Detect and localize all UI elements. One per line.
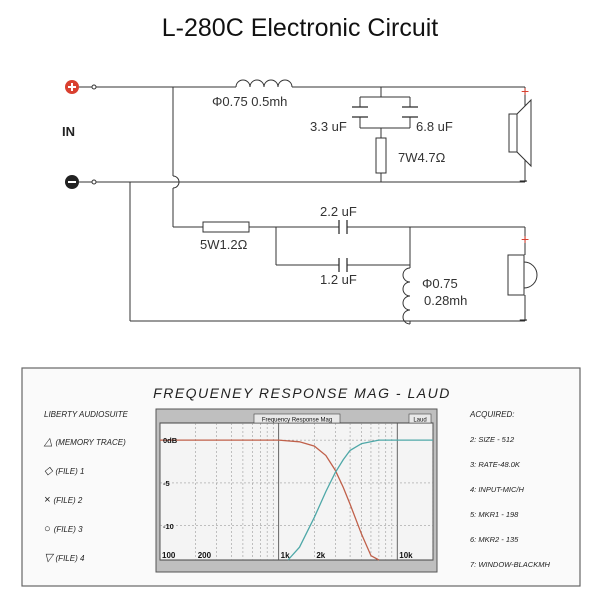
negative-terminal	[65, 175, 97, 189]
woofer-minus: −	[519, 312, 528, 329]
tweeter-plus: +	[521, 83, 529, 99]
positive-terminal	[65, 80, 97, 94]
x-tick-label: 1k	[281, 551, 290, 560]
legend-item: ○ (FILE) 3	[44, 523, 83, 535]
legend-label: (FILE) 4	[56, 554, 85, 563]
x-tick-label: 100	[162, 551, 176, 560]
tweeter-speaker-icon	[508, 98, 532, 168]
legend-symbol: △	[43, 436, 56, 448]
panel-left-title: LIBERTY AUDIOSUITE	[44, 410, 129, 419]
acquired-item: 3: RATE-48.0K	[470, 460, 521, 469]
cap-right-label: 6.8 uF	[416, 119, 453, 134]
cap-bottom-label: 1.2 uF	[320, 272, 357, 287]
y-tick-label: 0dB	[163, 436, 178, 445]
chart-tag: Laud	[413, 418, 426, 424]
x-tick-label: 2k	[316, 551, 325, 560]
legend-symbol: ◇	[44, 465, 56, 477]
cap-left-label: 3.3 uF	[310, 119, 347, 134]
chart-title: Frequency Response Mag	[262, 418, 332, 424]
page-title: L-280C Electronic Circuit	[161, 14, 439, 42]
chart-grid	[159, 423, 434, 560]
resistor-7w-label: 7W4.7Ω	[398, 150, 446, 165]
legend-item: ▽ (FILE) 4	[44, 552, 85, 564]
legend-label: (FILE) 1	[56, 467, 85, 476]
panel-heading: FREQUENEY RESPONSE MAG - LAUD	[153, 385, 451, 401]
y-tick-label: -10	[163, 522, 174, 531]
capacitor-2-2uf	[338, 220, 348, 234]
chart-ticks: 100 200 1k 2k 10k 0dB -5 -10	[162, 436, 413, 560]
woofer-plus: +	[521, 231, 529, 247]
inductor-woofer-label-2: 0.28mh	[424, 293, 467, 308]
resistor-7w	[375, 137, 387, 174]
chart-series	[160, 439, 433, 561]
inductor-top-label: Φ0.75 0.5mh	[212, 94, 287, 109]
legend-item: × (FILE) 2	[44, 494, 83, 506]
acquired-item: 2: SIZE - 512	[469, 435, 515, 444]
acquired-item: 4: INPUT-MIC/H	[470, 485, 524, 494]
capacitor-1-2uf	[338, 258, 348, 272]
input-label: IN	[62, 124, 75, 139]
acquired-list: 2: SIZE - 512 3: RATE-48.0K 4: INPUT-MIC/H…	[469, 435, 550, 569]
legend-label: (MEMORY TRACE)	[56, 438, 127, 447]
inductor-woofer	[402, 267, 411, 325]
series-line-1	[160, 439, 380, 561]
legend-label: (FILE) 2	[53, 496, 82, 505]
resistor-5w	[202, 221, 250, 233]
y-tick-label: -5	[163, 479, 170, 488]
inductor-top	[235, 79, 293, 88]
woofer-speaker-icon	[507, 254, 538, 296]
legend-symbol: ○	[44, 523, 54, 535]
legend-item: △ (MEMORY TRACE)	[43, 436, 126, 448]
panel-right-title: ACQUIRED:	[469, 410, 514, 419]
resistor-5w-label: 5W1.2Ω	[200, 237, 248, 252]
acquired-item: 7: WINDOW-BLACKMH	[470, 560, 550, 569]
x-tick-label: 200	[198, 551, 212, 560]
cap-top-label: 2.2 uF	[320, 204, 357, 219]
legend-symbol: ▽	[44, 552, 56, 564]
legend: △ (MEMORY TRACE) ◇ (FILE) 1 × (FILE) 2 ○ (F…	[43, 436, 126, 564]
tweeter-minus: −	[519, 173, 528, 190]
legend-symbol: ×	[44, 494, 53, 506]
series-line-2	[287, 439, 433, 561]
acquired-item: 5: MKR1 - 198	[470, 510, 519, 519]
inductor-woofer-label-1: Φ0.75	[422, 276, 458, 291]
capacitor-6-8uf	[402, 106, 418, 118]
legend-label: (FILE) 3	[54, 525, 83, 534]
circuit-diagram: IN Φ0.75 0.5mh 3.3 uF 6.8 uF 7W4.7Ω + − …	[62, 79, 538, 329]
plot-area	[159, 422, 434, 561]
x-tick-label: 10k	[399, 551, 413, 560]
capacitor-3-3uf	[352, 106, 368, 118]
acquired-item: 6: MKR2 - 135	[470, 535, 519, 544]
legend-item: ◇ (FILE) 1	[44, 465, 84, 477]
